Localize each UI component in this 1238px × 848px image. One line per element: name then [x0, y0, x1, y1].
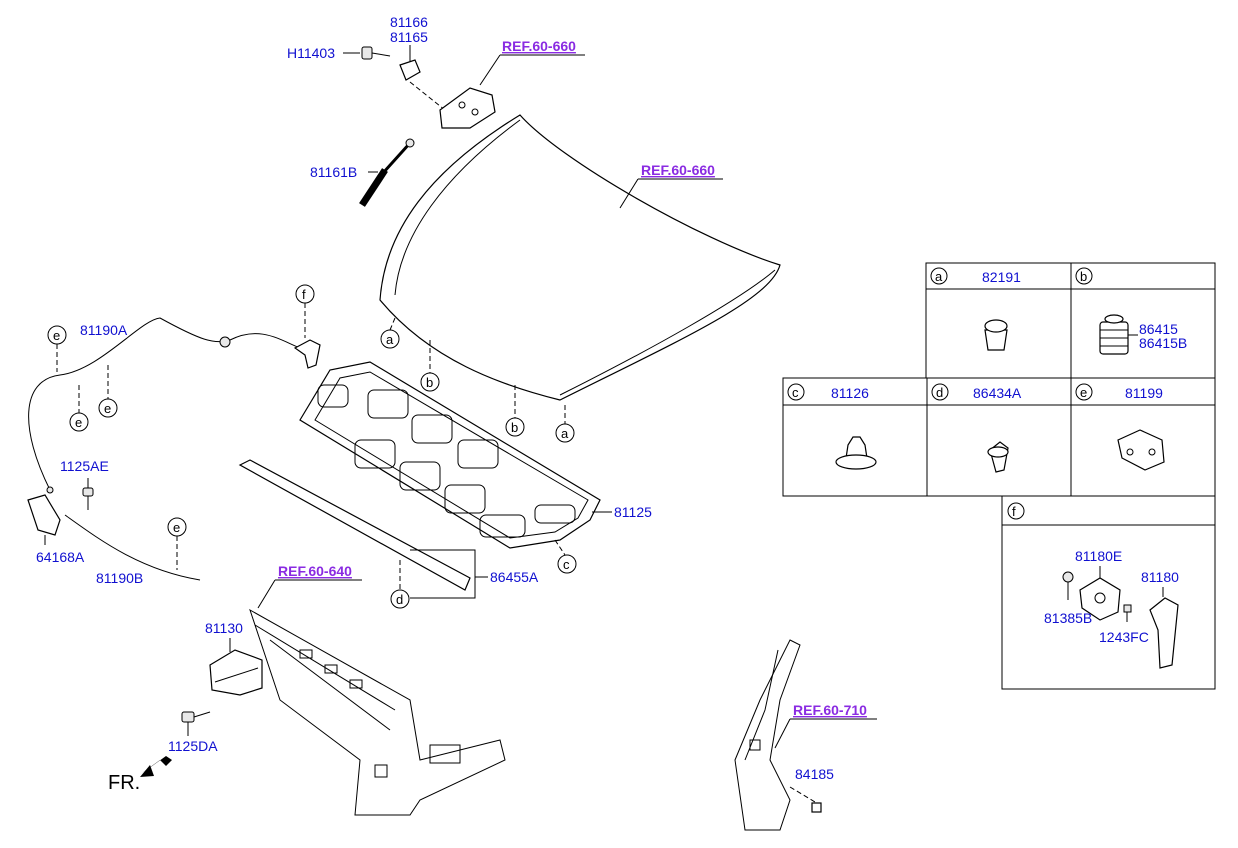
table-e-letter: e	[1080, 385, 1087, 400]
table-b-part-86415b: 86415B	[1139, 335, 1187, 351]
table-b-part-86415: 86415	[1139, 321, 1178, 337]
plug-84185	[811, 802, 822, 813]
handle-base-81180e	[1079, 577, 1121, 621]
table-f-part-81180e: 81180E	[1075, 548, 1122, 564]
callout-e-1: e	[53, 328, 60, 343]
hood-latch	[209, 649, 263, 696]
table-b-letter: b	[1080, 269, 1087, 284]
callout-e-4: e	[173, 520, 180, 535]
front-arrow-icon	[140, 756, 172, 777]
part-h11403: H11403	[287, 45, 335, 61]
part-81165: 81165	[390, 29, 428, 45]
bumper-86415	[1099, 314, 1129, 355]
table-c-letter: c	[792, 385, 799, 400]
table-e-part: 81199	[1125, 385, 1163, 401]
callout-c-1: c	[563, 557, 570, 572]
table-f-part-1243fc: 1243FC	[1099, 629, 1149, 645]
rubber-stopper-82191	[984, 319, 1008, 351]
part-81130: 81130	[205, 620, 243, 636]
cap-81385b	[1062, 571, 1074, 583]
bolt-h11403	[361, 46, 391, 60]
hood-release-cable	[28, 317, 301, 581]
table-f-letter: f	[1012, 504, 1016, 519]
table-d-part: 86434A	[973, 385, 1022, 401]
part-1125da: 1125DA	[168, 738, 218, 754]
callout-a-1: a	[386, 332, 394, 347]
hood-insulator-pad	[299, 361, 601, 549]
radiator-support	[249, 608, 506, 816]
screw-1243fc	[1123, 604, 1132, 622]
callout-e-3: e	[104, 401, 111, 416]
ref-pillar: REF.60-710	[793, 702, 867, 718]
part-81125: 81125	[614, 504, 652, 520]
ref-radiator: REF.60-640	[278, 563, 352, 579]
callout-b-1: b	[426, 375, 433, 390]
part-81190a: 81190A	[80, 322, 128, 338]
clip-86434a	[987, 441, 1009, 473]
part-84185: 84185	[795, 766, 834, 782]
part-81161b: 81161B	[310, 164, 357, 180]
a-pillar-panel	[734, 639, 801, 831]
table-f-part-81385b: 81385B	[1044, 610, 1092, 626]
hood-hinge	[439, 87, 496, 129]
callout-e-2: e	[75, 415, 82, 430]
callout-f-1: f	[302, 287, 306, 302]
table-f-part-81180: 81180	[1141, 569, 1179, 585]
part-64168a: 64168A	[36, 549, 85, 565]
ref-hinge: REF.60-660	[502, 38, 576, 54]
parts-table	[782, 262, 1216, 690]
table-a-part: 82191	[982, 269, 1021, 285]
clip-81126	[835, 436, 877, 470]
table-c-part: 81126	[831, 385, 869, 401]
front-direction-label: FR.	[108, 772, 140, 794]
release-handle	[293, 339, 321, 369]
part-86455a: 86455A	[490, 569, 539, 585]
callout-d-1: d	[396, 592, 403, 607]
release-handle-81180	[1149, 597, 1179, 669]
part-81166: 81166	[390, 14, 428, 30]
bolt-1125da	[181, 711, 211, 723]
part-81190b: 81190B	[96, 570, 143, 586]
clip-81199	[1117, 429, 1165, 471]
hood-seal-strip	[238, 459, 471, 591]
callout-a-2: a	[561, 426, 569, 441]
table-a-letter: a	[935, 269, 943, 284]
cable-bracket	[27, 494, 61, 536]
table-d-letter: d	[936, 385, 943, 400]
hinge-bracket	[399, 59, 421, 81]
hood-panel	[379, 114, 781, 401]
callout-b-2: b	[511, 420, 518, 435]
part-1125ae: 1125AE	[60, 458, 109, 474]
hood-lift-strut	[359, 138, 415, 207]
bolt-1125ae	[82, 487, 94, 510]
ref-hood: REF.60-660	[641, 162, 715, 178]
